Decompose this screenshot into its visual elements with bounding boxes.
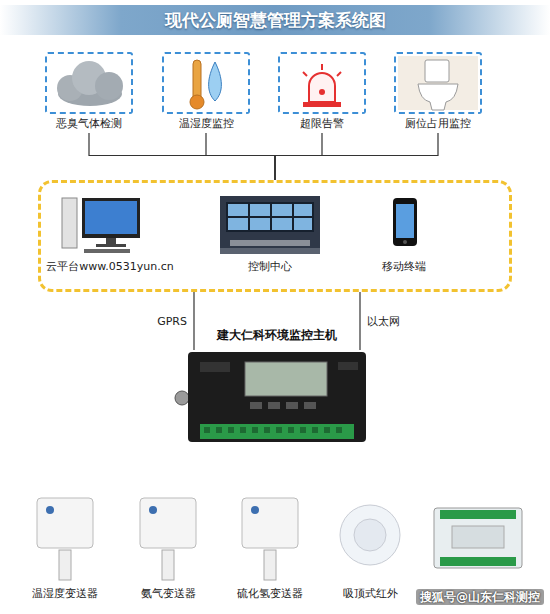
picture-space xyxy=(325,492,415,584)
node-label: 厕位占用监控 xyxy=(405,117,471,131)
sensor-function-box: 恶臭气体检测 xyxy=(45,52,133,131)
icon-frame xyxy=(394,52,482,114)
connector-line xyxy=(275,133,322,180)
computer-picture xyxy=(62,198,140,253)
control-room-picture xyxy=(220,196,320,254)
node-label: 移动终端 xyxy=(382,260,426,274)
platform-item: 控制中心 xyxy=(220,195,320,274)
node-label: 建大仁科环境监控主机 xyxy=(217,328,337,342)
transmitter: 氨气变送器 xyxy=(123,492,213,601)
transmitter: 吸顶式红外 xyxy=(325,492,415,601)
edge-label: GPRS xyxy=(155,315,189,328)
icon-frame xyxy=(278,52,366,114)
sensor-pictures xyxy=(37,498,522,580)
node-label: 超限告警 xyxy=(300,117,344,131)
node-label: 恶臭气体检测 xyxy=(56,117,122,131)
sensor-function-box: 温湿度监控 xyxy=(162,52,250,131)
sensor-function-box: 厕位占用监控 xyxy=(394,52,482,131)
toilet-icon xyxy=(398,56,478,110)
node-label: 氨气变送器 xyxy=(141,587,196,601)
picture-space xyxy=(359,195,449,257)
connector-line xyxy=(206,133,275,180)
title-banner: 现代公厕智慧管理方案系统图 xyxy=(0,5,550,35)
connector-line xyxy=(275,133,438,180)
picture-space xyxy=(20,492,110,584)
platform-item: 移动终端 xyxy=(359,195,449,274)
node-label: 云平台www.0531yun.cn xyxy=(46,260,173,274)
transmitter: 硫化氢变送器 xyxy=(225,492,315,601)
picture-space xyxy=(123,492,213,584)
connector-line xyxy=(89,133,275,180)
edge-label: 以太网 xyxy=(365,315,402,328)
transmitter: 温湿度变送器 xyxy=(20,492,110,601)
watermark: 搜狐号@山东仁科测控 xyxy=(416,589,544,605)
diagram-title: 现代公厕智慧管理方案系统图 xyxy=(0,5,550,35)
phone-picture xyxy=(393,198,417,246)
thermometer-icon xyxy=(190,60,221,109)
alarm-lamp-icon xyxy=(303,64,341,107)
node-label: 硫化氢变送器 xyxy=(237,587,303,601)
platform-item: 云平台www.0531yun.cn xyxy=(41,195,179,274)
node-label: 吸顶式红外 xyxy=(343,587,398,601)
connector-line xyxy=(359,292,360,350)
odor-cloud-icon xyxy=(57,61,123,106)
picture-space xyxy=(41,195,179,257)
platform-group: 云平台www.0531yun.cn 控制中心 移动终端 xyxy=(38,180,512,292)
monitor-host-picture xyxy=(175,352,366,442)
node-label: 控制中心 xyxy=(248,260,292,274)
icon-frame xyxy=(162,52,250,114)
connector-line xyxy=(193,292,194,350)
icon-frame xyxy=(45,52,133,114)
sensor-function-box: 超限告警 xyxy=(278,52,366,131)
node-label: 温湿度变送器 xyxy=(32,587,98,601)
node-label: 温湿度监控 xyxy=(179,117,234,131)
picture-space xyxy=(225,492,315,584)
picture-space xyxy=(220,195,320,257)
host-device: 建大仁科环境监控主机 xyxy=(186,350,368,445)
